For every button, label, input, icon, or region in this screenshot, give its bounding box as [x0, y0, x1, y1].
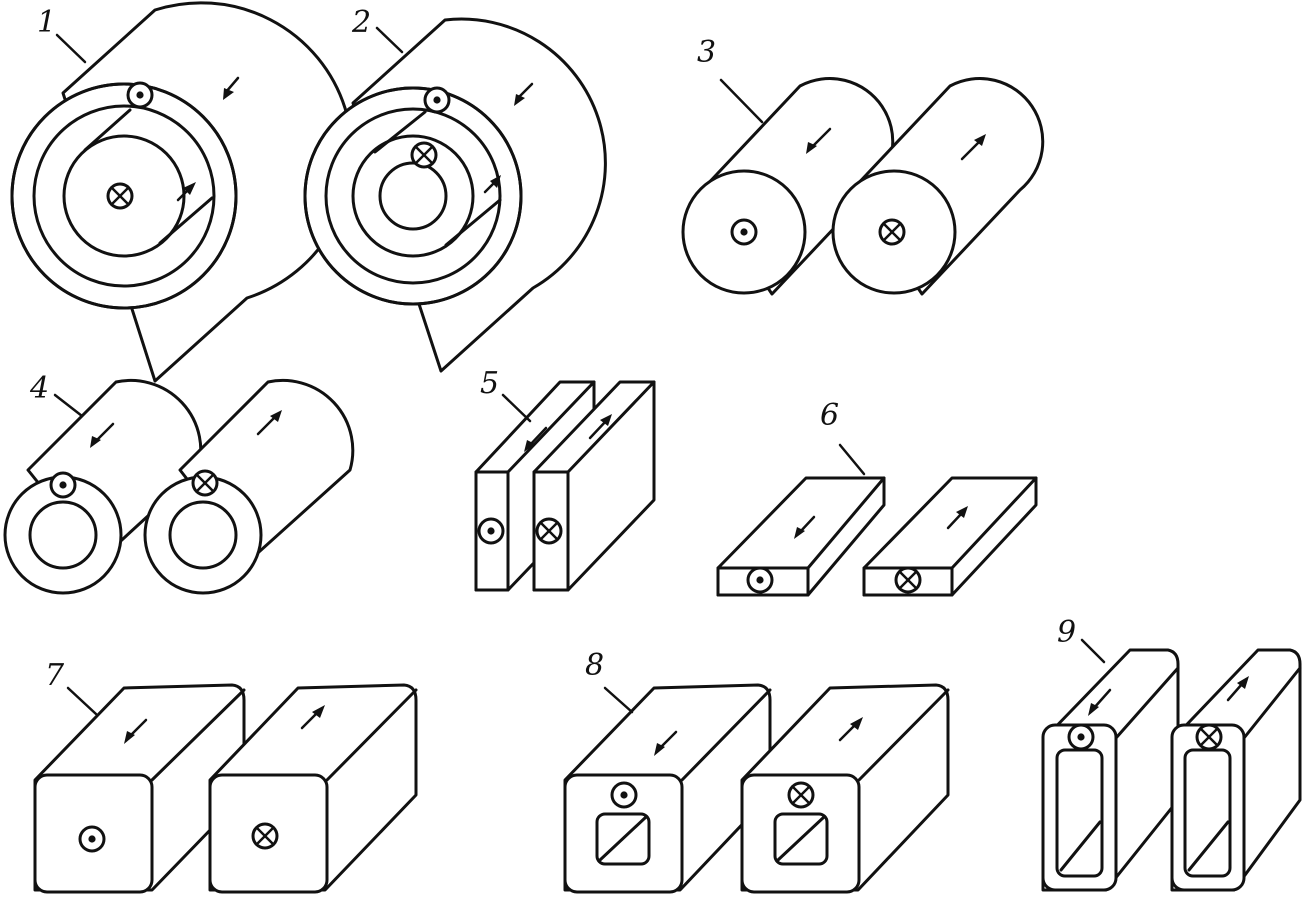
current-in-cross-icon: [535, 517, 563, 545]
current-out-dot-icon: [610, 781, 638, 809]
current-in-cross-icon: [106, 182, 134, 210]
current-out-dot-icon: [126, 81, 154, 109]
current-in-cross-icon: [251, 822, 279, 850]
current-in-cross-icon: [878, 218, 906, 246]
conductor-4-tube-pair: 4: [3, 371, 355, 595]
conductor-3-cylinder-pair: 3: [681, 35, 1045, 296]
label-4: 4: [29, 371, 49, 406]
current-out-dot-icon: [423, 86, 451, 114]
current-in-cross-icon: [787, 781, 815, 809]
current-out-dot-icon: [730, 218, 758, 246]
current-in-cross-icon: [894, 566, 922, 594]
label-6: 6: [820, 398, 839, 433]
label-5: 5: [480, 366, 499, 401]
label-9: 9: [1057, 615, 1076, 650]
conductor-6-horizontal-strips: 6: [716, 398, 1038, 597]
current-out-dot-icon: [1067, 723, 1095, 751]
label-2: 2: [351, 5, 371, 40]
conductor-1-coaxial: 1: [10, 1, 354, 383]
conductor-7-square-bars: 7: [33, 658, 418, 894]
current-out-dot-icon: [78, 825, 106, 853]
current-in-cross-icon: [191, 469, 219, 497]
conductor-8-hollow-square-bars: 8: [563, 648, 950, 894]
label-7: 7: [45, 658, 65, 693]
conductor-5-vertical-plates: 5: [474, 366, 656, 592]
current-out-dot-icon: [49, 471, 77, 499]
label-8: 8: [585, 648, 604, 683]
current-out-dot-icon: [746, 566, 774, 594]
conductor-9-hollow-rect-bars: 9: [1041, 615, 1302, 892]
current-in-cross-icon: [410, 141, 438, 169]
current-out-dot-icon: [477, 517, 505, 545]
current-in-cross-icon: [1195, 723, 1223, 751]
label-3: 3: [697, 35, 716, 70]
conductor-2-coaxial-tube: 2: [303, 5, 607, 373]
label-1: 1: [37, 5, 56, 40]
